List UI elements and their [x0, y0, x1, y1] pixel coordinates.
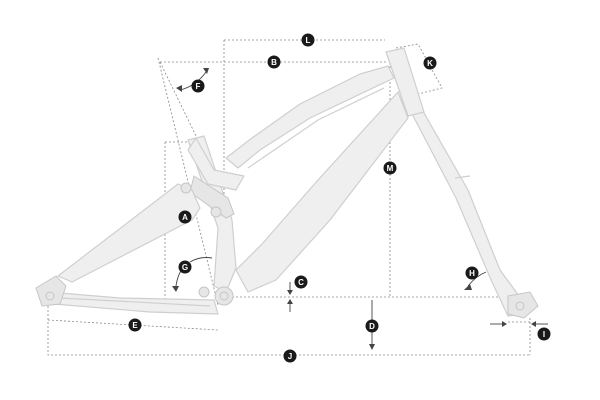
badge-d: D: [365, 319, 379, 333]
seat-tube: [187, 135, 237, 293]
svg-text:G: G: [182, 263, 188, 272]
svg-text:H: H: [469, 269, 475, 278]
badge-i: I: [537, 327, 551, 341]
svg-text:K: K: [427, 59, 433, 68]
dimension-badges: L B K F M A G H C E D I J: [128, 33, 551, 363]
badge-g: G: [178, 260, 192, 274]
badge-e: E: [128, 318, 142, 332]
bike-frame: [35, 47, 539, 319]
svg-text:M: M: [387, 164, 394, 173]
badge-j: J: [283, 349, 297, 363]
badge-f: F: [191, 79, 205, 93]
badge-a: A: [178, 210, 192, 224]
rocker-link: [187, 137, 245, 191]
seat-stay: [57, 183, 201, 283]
stay-pivot: [180, 182, 192, 194]
svg-text:A: A: [182, 213, 188, 222]
svg-text:B: B: [271, 58, 277, 67]
rear-dropout: [35, 275, 67, 307]
svg-text:J: J: [288, 352, 292, 361]
badge-h: H: [465, 266, 479, 280]
svg-text:C: C: [298, 278, 304, 287]
badge-l: L: [301, 33, 315, 47]
badge-m: M: [383, 161, 397, 175]
head-tube: [385, 47, 425, 117]
svg-text:I: I: [543, 330, 545, 339]
badge-c: C: [294, 275, 308, 289]
shock-pivot: [210, 206, 222, 218]
down-tube: [235, 91, 409, 293]
svg-text:D: D: [369, 322, 375, 331]
badge-b: B: [267, 55, 281, 69]
badge-k: K: [423, 56, 437, 70]
chain-stay: [47, 291, 219, 315]
top-tube: [225, 65, 395, 169]
rear-axle: [45, 291, 55, 301]
svg-text:F: F: [196, 82, 201, 91]
front-axle: [515, 301, 525, 311]
svg-text:L: L: [306, 36, 311, 45]
main-pivot: [198, 286, 210, 298]
svg-text:E: E: [132, 321, 138, 330]
